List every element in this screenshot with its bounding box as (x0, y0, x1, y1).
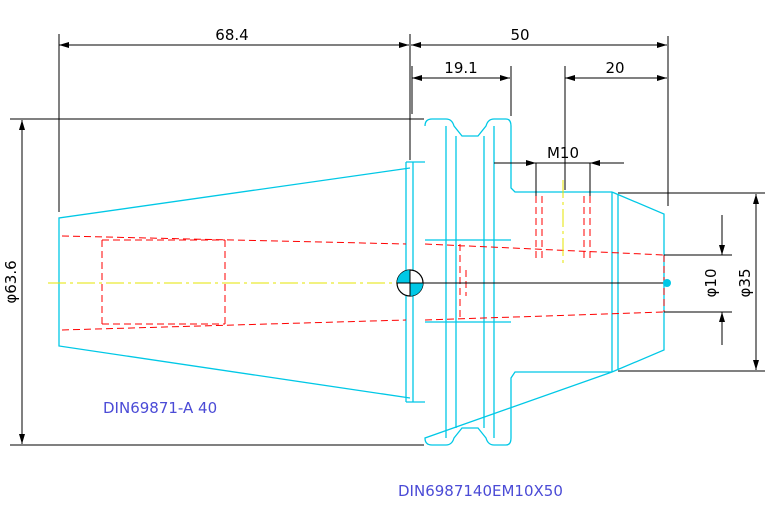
part-labels: DIN69871-A 40 DIN6987140EM10X50 (103, 399, 563, 500)
dim-dia-bore: φ10 (702, 269, 720, 298)
taper-outline (58, 167, 411, 399)
dim-dia-taper: φ63.6 (2, 260, 20, 303)
flange-inner-lines (425, 126, 511, 438)
label-taper-standard: DIN69871-A 40 (103, 399, 217, 417)
extension-lines-top (58, 34, 669, 212)
part-outline (58, 118, 665, 446)
dim-dia-nose: φ35 (736, 269, 754, 298)
dimension-lines (10, 34, 765, 446)
hidden-features (61, 196, 665, 331)
flange-body (424, 118, 613, 446)
dim-length-holder: 50 (510, 26, 529, 44)
center-lines (48, 180, 668, 284)
reference-marker (396, 269, 671, 297)
dimension-texts: 68.4 50 19.1 20 M10 φ63.6 φ10 φ35 (2, 26, 754, 304)
dim-length-taper: 68.4 (215, 26, 248, 44)
taper-bore (61, 235, 407, 331)
holder-bore (424, 243, 665, 321)
dim-thread: M10 (547, 144, 579, 162)
label-holder-code: DIN6987140EM10X50 (398, 482, 563, 500)
dim-nose-length: 20 (605, 59, 624, 77)
nose-cone (611, 191, 665, 373)
dim-flange-width: 19.1 (444, 59, 477, 77)
